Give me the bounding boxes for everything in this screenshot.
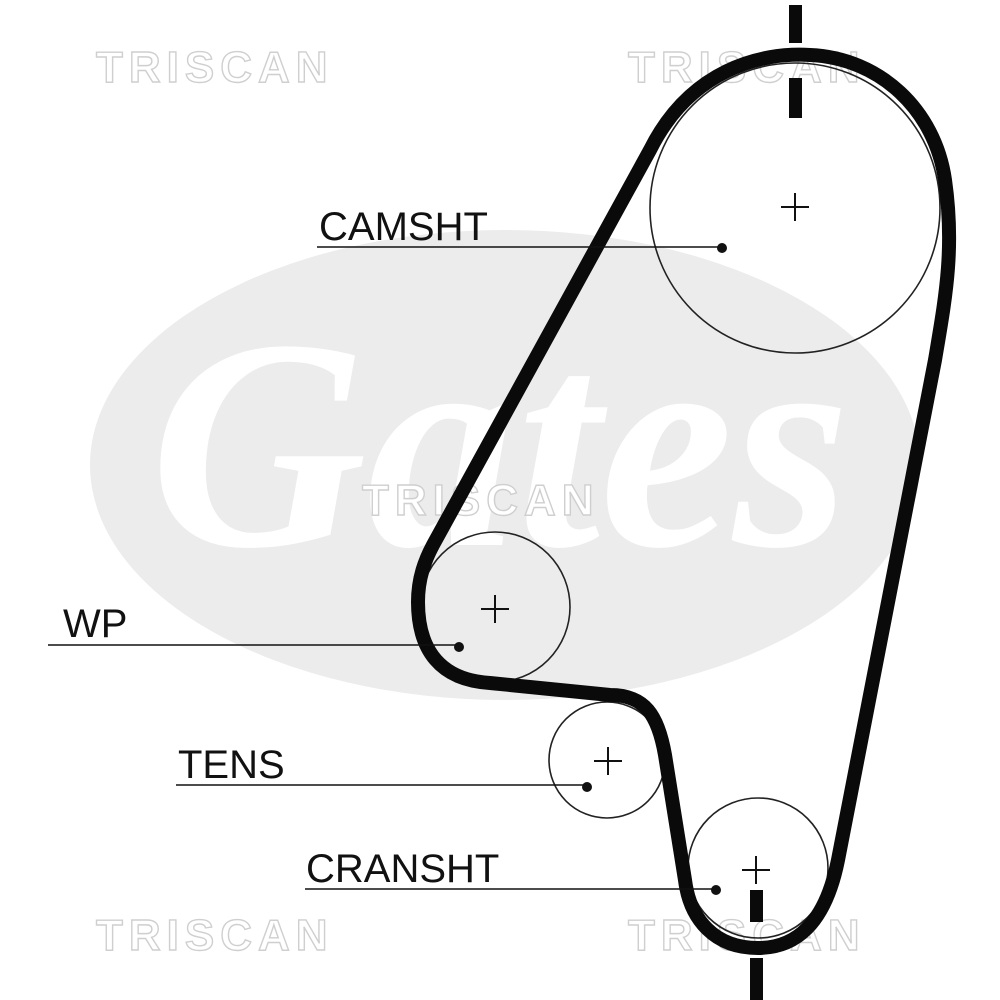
gates-logo-watermark: Gates <box>90 230 920 700</box>
triscan-watermark: TRISCAN <box>96 43 334 92</box>
tensioner-leader-dot <box>582 782 592 792</box>
crankshaft-label: CRANSHT <box>306 847 499 891</box>
tensioner-center-mark <box>594 747 622 775</box>
camshaft-pulley <box>649 62 941 354</box>
camshaft-timing-mark <box>789 5 802 118</box>
crankshaft-leader-dot <box>711 885 721 895</box>
timing-belt <box>411 47 957 955</box>
camshaft-leader-dot <box>717 243 727 253</box>
gates-logo-text: Gates <box>150 278 850 610</box>
camshaft-label: CAMSHT <box>319 205 488 249</box>
triscan-watermark: TRISCAN <box>362 476 600 525</box>
crankshaft-timing-mark <box>750 890 763 1000</box>
crankshaft-center-mark <box>742 856 770 884</box>
gates-logo-oval <box>90 230 920 700</box>
water-pump-label: WP <box>63 602 127 646</box>
water-pump-center-mark <box>481 595 509 623</box>
tensioner-label: TENS <box>178 743 285 787</box>
water-pump-leader-dot <box>454 642 464 652</box>
camshaft-center-mark <box>781 193 809 221</box>
triscan-watermark: TRISCAN <box>96 911 334 960</box>
